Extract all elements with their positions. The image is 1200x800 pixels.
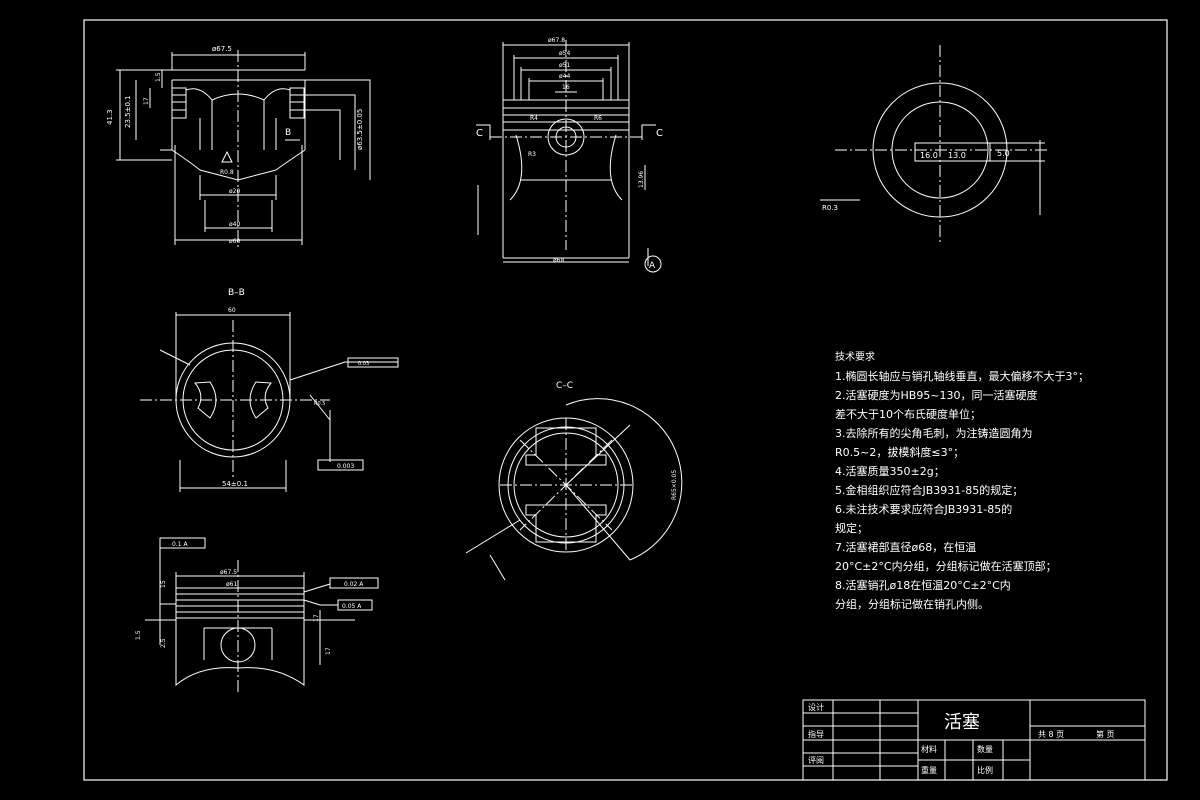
tb-check: 指导	[808, 729, 824, 739]
note-line: 规定；	[835, 521, 868, 535]
tb-review: 评阅	[808, 756, 824, 765]
section-cc-label: C–C	[556, 381, 573, 391]
tb-part-name: 活塞	[944, 712, 980, 733]
dim-bot-tol2: 0.05 A	[342, 603, 362, 610]
dim-front-r3: R3	[528, 151, 536, 158]
piston-section-view: B	[116, 50, 371, 250]
dim-bb-tol: 0.03	[358, 361, 369, 367]
dim-right-d3: 5.0	[997, 149, 1010, 158]
dim-bb-flat: 0.003	[337, 463, 354, 470]
note-line: 1.椭圆长轴应与销孔轴线垂直，最大偏移不大于3°；	[835, 369, 1089, 383]
tb-total-sheets: 共 8 页	[1038, 730, 1064, 739]
note-line: 5.金相组织应符合JB3931-85的规定；	[835, 483, 1023, 497]
cut-mark-left: C	[476, 128, 483, 139]
dim-bot-h3: 2.5	[160, 638, 167, 648]
dim-top-h4: 1.5	[155, 72, 162, 82]
dim-bot-tol1: 0.02 A	[344, 581, 364, 588]
title-block	[802, 699, 1146, 781]
dim-right-note: R0.3	[822, 204, 838, 212]
note-line: 3.去除所有的尖角毛刺，为注铸造圆角为	[835, 426, 1033, 440]
dim-right-d1: 16.0	[920, 151, 938, 160]
drawing-frame	[83, 19, 1168, 781]
piston-top-view	[820, 45, 1050, 245]
dim-bot-d1: ø67.5	[220, 569, 237, 576]
dim-top-r1: R0.8	[220, 169, 234, 176]
dim-top-d4: ø60	[229, 238, 240, 245]
note-line: 6.未注技术要求应符合JB3931-85的	[835, 502, 1012, 516]
tb-scale: 比例	[977, 765, 993, 775]
note-line: 分组，分组标记做在销孔内侧。	[835, 597, 989, 611]
section-bb-label: B–B	[228, 288, 245, 298]
dim-bot-h1: 15	[160, 580, 167, 588]
dim-front-bottom: ø68	[553, 257, 564, 264]
dim-top-h3: 17	[143, 97, 150, 105]
notes-heading: 技术要求	[835, 350, 875, 363]
note-line: 差不大于10个布氏硬度单位；	[835, 407, 981, 421]
dim-front-d1: ø67.8	[548, 37, 565, 44]
tb-design: 设计	[808, 702, 824, 712]
dim-top-d5: ø63.5±0.05	[356, 109, 364, 150]
note-line: R0.5~2，拔模斜度≤3°；	[835, 445, 964, 459]
tb-material: 材料	[921, 744, 937, 754]
dim-bot-h2: 1.5	[135, 630, 142, 640]
piston-front-view	[476, 40, 662, 273]
tb-quantity: 数量	[977, 744, 993, 754]
dim-bb-bottom: 54±0.1	[222, 480, 248, 488]
dim-front-d2: ø54	[559, 50, 570, 57]
dim-cc-arc: R65×0.05	[671, 470, 678, 500]
cut-mark-right: C	[656, 128, 663, 139]
dim-bot-d2: ø61	[226, 581, 237, 588]
dim-front-d3: ø51	[559, 62, 570, 69]
dim-bot-tol0: 0.1 A	[172, 541, 188, 548]
note-line: 8.活塞销孔ø18在恒温20°C±2°C内	[835, 578, 1011, 592]
dim-bot-h4: 17	[313, 614, 320, 622]
dim-front-d5: 16	[562, 84, 570, 91]
dim-bb-width: 60	[228, 307, 236, 314]
dim-front-d4: ø44	[559, 73, 570, 80]
dim-top-h1: 41.3	[106, 109, 114, 125]
section-cc-view	[465, 398, 683, 581]
section-bb-view	[140, 312, 399, 492]
dim-front-r2: R6	[594, 115, 602, 122]
note-line: 4.活塞质量350±2g；	[835, 464, 945, 478]
dim-top-d1: ø67.5	[212, 45, 232, 53]
dim-top-h2: 23.5±0.1	[124, 95, 132, 128]
ring-groove-view	[145, 537, 379, 695]
datum-label: A	[649, 261, 656, 271]
dim-bot-h5: 17	[325, 647, 332, 655]
dim-front-side: 13.96	[638, 171, 645, 188]
dim-top-d3: ø40	[229, 221, 240, 228]
note-line: 20°C±2°C内分组，分组标记做在活塞顶部；	[835, 559, 1057, 573]
dim-bb-side: R0.5	[314, 401, 325, 407]
dim-right-d2: 13.0	[948, 151, 966, 160]
dim-top-d2: ø20	[229, 188, 240, 195]
note-line: 2.活塞硬度为HB95~130，同一活塞硬度	[835, 388, 1038, 402]
svg-text:B: B	[285, 128, 291, 138]
note-line: 7.活塞裙部直径ø68，在恒温	[835, 540, 976, 554]
tb-sheet-no: 第 页	[1096, 729, 1115, 739]
tb-weight: 重量	[921, 765, 937, 775]
dim-front-r1: R4	[530, 115, 538, 122]
